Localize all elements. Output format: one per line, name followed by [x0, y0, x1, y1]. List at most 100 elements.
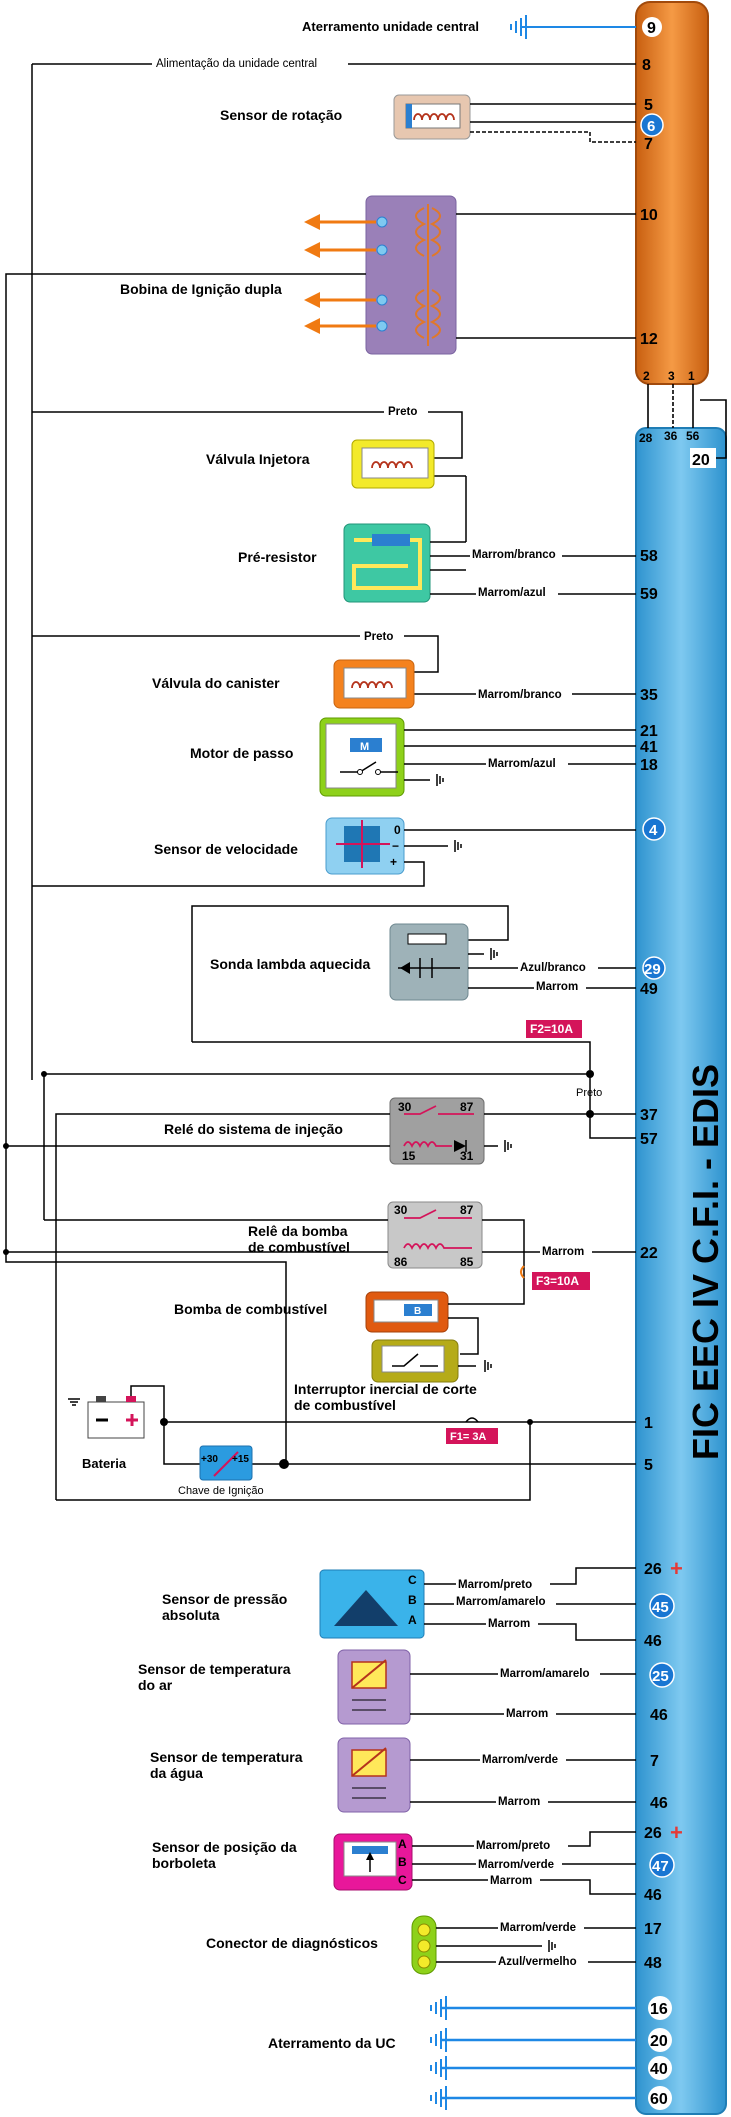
injector-icon [351, 439, 435, 489]
label-bg-ma2 [486, 756, 568, 770]
pin-60: 60 [650, 2091, 668, 2108]
speed-sensor-wires [32, 829, 636, 887]
conn-pin-2: 2 [643, 369, 650, 383]
pin-46c: 46 [650, 1795, 668, 1812]
junction-1 [586, 1070, 594, 1078]
lambda-loop-wire [191, 905, 591, 1070]
pressure-pin-c: C [408, 1573, 417, 1587]
stepper-ground-icon [436, 773, 445, 787]
pump-relay-pin-85: 85 [460, 1255, 474, 1269]
label-sensor-ar-1: Sensor de temperatura [138, 1661, 291, 1677]
relay-ground-icon [504, 1139, 513, 1153]
label-aterramento-uc: Aterramento da UC [268, 2035, 396, 2051]
label-bg-preto2 [360, 628, 404, 642]
label-bg-mp2 [474, 1838, 568, 1852]
label-sensor-agua-1: Sensor de temperatura [150, 1749, 303, 1765]
junction-3 [41, 1071, 47, 1077]
ecu-top-housing [635, 1, 709, 385]
label-bg-mb2 [476, 687, 572, 701]
ecu-main-housing [635, 427, 727, 2115]
label-bg-marrom4 [504, 1706, 556, 1720]
junction-8 [279, 1459, 289, 1469]
junction-5 [3, 1249, 9, 1255]
stepper-wires [404, 729, 636, 781]
relay-pin-15: 15 [402, 1149, 416, 1163]
pin-20b-badge [648, 2028, 672, 2052]
pin-46b: 46 [650, 1707, 668, 1724]
label-motor-passo: Motor de passo [190, 745, 293, 761]
label-mv2: Marrom/verde [478, 1859, 554, 1871]
label-rele-injecao: Relé do sistema de injeção [164, 1121, 343, 1137]
label-mp1: Marrom/preto [458, 1579, 532, 1591]
pin-26a: 26 [644, 1561, 662, 1578]
pin-9: 9 [647, 20, 656, 37]
air-temp-sensor-icon [337, 1649, 411, 1725]
pin-12: 12 [640, 331, 658, 348]
power-feed-wire [31, 63, 636, 1080]
pressure-pin-b: B [408, 1593, 417, 1607]
fuse-f1-label-bg [446, 1428, 498, 1444]
plus-icon-2: + [670, 1820, 683, 1845]
label-mam2: Marrom/amarelo [500, 1668, 589, 1680]
pin-9-badge [642, 17, 662, 37]
diagnostic-connector-icon [411, 1915, 437, 1975]
throttle-sensor-icon [333, 1833, 413, 1891]
label-bg-mb1 [470, 547, 562, 561]
pin-6-badge [640, 113, 664, 137]
speed-sensor-icon [325, 817, 405, 875]
label-sensor-rotacao: Sensor de rotação [220, 107, 342, 123]
label-bg-marrom5 [496, 1794, 548, 1808]
pin-16: 16 [650, 2001, 668, 2018]
label-marrom6: Marrom [490, 1875, 532, 1887]
pin-20-box [690, 448, 716, 468]
label-bg-marrom3 [486, 1616, 538, 1630]
coil-wires [5, 213, 636, 1460]
pin-6: 6 [647, 118, 655, 135]
pin-8: 8 [642, 57, 651, 74]
label-sensor-agua-2: da água [150, 1765, 203, 1781]
label-bg-azv [496, 1954, 588, 1968]
label-bg-marrom1 [534, 979, 586, 993]
pin-26b: 26 [644, 1825, 662, 1842]
label-ma2: Marrom/azul [488, 758, 556, 770]
pin-41: 41 [640, 739, 658, 756]
ecu-ground-wires [430, 1995, 636, 2111]
fuse-f1: F1= 3A [450, 1431, 486, 1443]
pin-5: 5 [644, 1457, 653, 1474]
ignition-coil-icon [365, 195, 457, 355]
ground-central-wire [510, 14, 636, 40]
conn-pin-56: 56 [686, 429, 700, 443]
label-marrom4: Marrom [506, 1708, 548, 1720]
pin-17: 17 [644, 1921, 662, 1938]
relay-pin-30: 30 [398, 1100, 412, 1114]
fuel-pump-icon: B [365, 1291, 449, 1333]
pump-b-label: B [414, 1306, 421, 1317]
label-mv1: Marrom/verde [482, 1754, 558, 1766]
label-mb1: Marrom/branco [472, 549, 556, 561]
conn-pin-1: 1 [688, 369, 695, 383]
relay-bus-wires [43, 1073, 636, 1220]
relay-pin-31: 31 [460, 1149, 474, 1163]
canister-icon [333, 659, 415, 709]
pressure-pin-a: A [408, 1613, 417, 1627]
label-preto2: Preto [364, 631, 393, 643]
pump-wires [448, 1303, 480, 1355]
injection-relay-icon [389, 1097, 485, 1165]
pin-37: 37 [640, 1107, 658, 1124]
key-pin-15: +15 [232, 1454, 249, 1465]
pin-7: 7 [650, 1753, 659, 1770]
fuse-f2-label-bg [526, 1020, 582, 1038]
pre-resistor-icon [343, 523, 431, 603]
label-sensor-borboleta-2: borboleta [152, 1855, 216, 1871]
label-bg-alimentacao [152, 56, 348, 70]
pin-47: 47 [652, 1858, 669, 1875]
pin-46d: 46 [644, 1887, 662, 1904]
conn-pin-36: 36 [664, 429, 678, 443]
throttle-pin-a: A [398, 1837, 407, 1851]
label-marrom2: Marrom [542, 1246, 584, 1258]
label-mam1: Marrom/amarelo [456, 1596, 545, 1608]
label-pre-resistor: Pré-resistor [238, 549, 317, 565]
pin-46a: 46 [644, 1633, 662, 1650]
label-marrom1: Marrom [536, 981, 578, 993]
